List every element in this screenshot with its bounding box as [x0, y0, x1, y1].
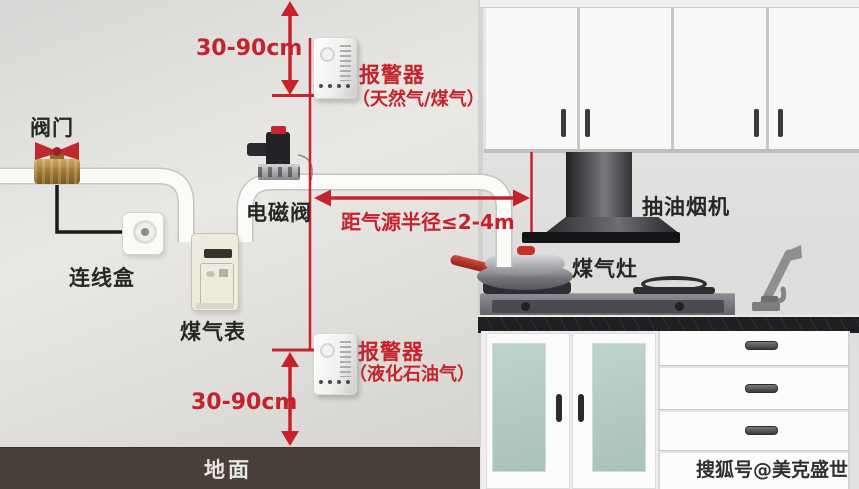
cabinet-glass-panel	[492, 343, 546, 472]
gas-meter-button	[206, 271, 215, 277]
upper-cabinet-bottom-edge	[484, 149, 859, 153]
alarm-led-indicators	[319, 84, 350, 88]
alarm-natural-gas-sub: （天然气/煤气）	[352, 89, 485, 110]
stove-burner-right-base	[633, 287, 715, 294]
alarm-lpg-sub: （液化石油气）	[349, 364, 475, 385]
gas-stove-control-panel	[492, 300, 724, 313]
alarm-speaker-icon	[320, 343, 335, 358]
cabinet-handle	[754, 109, 759, 137]
drawer-handle	[745, 426, 778, 435]
cabinet-handle	[561, 109, 566, 137]
kitchen-wall-edge	[478, 0, 483, 447]
upper-cabinet-top-strip	[480, 0, 859, 8]
watermark: 搜狐号@美克盛世	[696, 459, 849, 481]
lower-cabinet-handle	[556, 394, 562, 422]
cabinet-divider	[671, 8, 674, 149]
stove-knob	[675, 302, 684, 311]
cabinet-handle	[585, 109, 590, 137]
cabinet-glass-panel	[592, 343, 646, 472]
drawer-divider	[658, 450, 850, 453]
drawer-unit-edge	[848, 331, 850, 489]
alarm-speaker-icon	[320, 47, 335, 62]
junction-box-label: 连线盒	[69, 266, 135, 290]
solenoid-valve-body	[266, 132, 290, 166]
distance-bottom-label: 30-90cm	[191, 390, 298, 415]
solenoid-valve-label: 电磁阀	[246, 201, 312, 225]
valve-label: 阀门	[30, 116, 74, 140]
gas-meter-foot	[196, 303, 234, 309]
junction-box-ring	[133, 220, 157, 244]
lower-cabinet-handle	[578, 394, 584, 422]
gas-meter-label: 煤气表	[180, 320, 246, 344]
solenoid-valve-flange	[258, 167, 300, 177]
drawer-divider	[658, 409, 850, 412]
cabinet-divider	[766, 8, 769, 149]
wok-lid-knob	[517, 246, 535, 255]
electric-wire	[55, 185, 138, 234]
solenoid-valve-cap	[271, 126, 286, 134]
alarm-led-indicators	[319, 380, 350, 384]
drawer-handle	[745, 384, 778, 393]
range-hood-chimney	[566, 152, 632, 218]
distance-radius-label: 距气源半径≤2-4m	[341, 210, 515, 234]
range-hood-flare	[544, 217, 680, 234]
diagram-background	[0, 0, 480, 489]
ground-strip	[0, 447, 480, 489]
stove-knob	[521, 302, 530, 311]
gas-stove-label: 煤气灶	[572, 257, 638, 281]
gas-meter	[191, 233, 239, 311]
solenoid-valve-arm	[247, 143, 271, 156]
distance-top-label: 30-90cm	[196, 36, 303, 61]
cabinet-divider	[577, 8, 580, 149]
drawer-divider	[658, 365, 850, 368]
range-hood-label: 抽油烟机	[642, 195, 730, 219]
drawer-handle	[745, 341, 778, 350]
cabinet-handle	[778, 109, 783, 137]
manual-valve-body	[34, 159, 80, 184]
countertop	[478, 315, 859, 333]
gas-alarm-device-bottom	[313, 333, 357, 395]
countertop-marble-veins	[478, 317, 859, 331]
alarm-lpg-title: 报警器	[358, 340, 424, 364]
junction-box-dot	[141, 228, 149, 236]
valve-handle-icon	[33, 139, 81, 163]
gas-alarm-device-top	[313, 37, 357, 99]
range-hood-base	[522, 232, 680, 243]
gas-meter-chip	[219, 269, 228, 277]
alarm-natural-gas-title: 报警器	[359, 63, 425, 87]
ground-label: 地面	[204, 458, 252, 482]
alarm-vents-icon	[340, 45, 351, 81]
valve-ridges	[34, 159, 80, 184]
gas-meter-display	[204, 249, 232, 258]
alarm-vents-icon	[340, 341, 351, 377]
